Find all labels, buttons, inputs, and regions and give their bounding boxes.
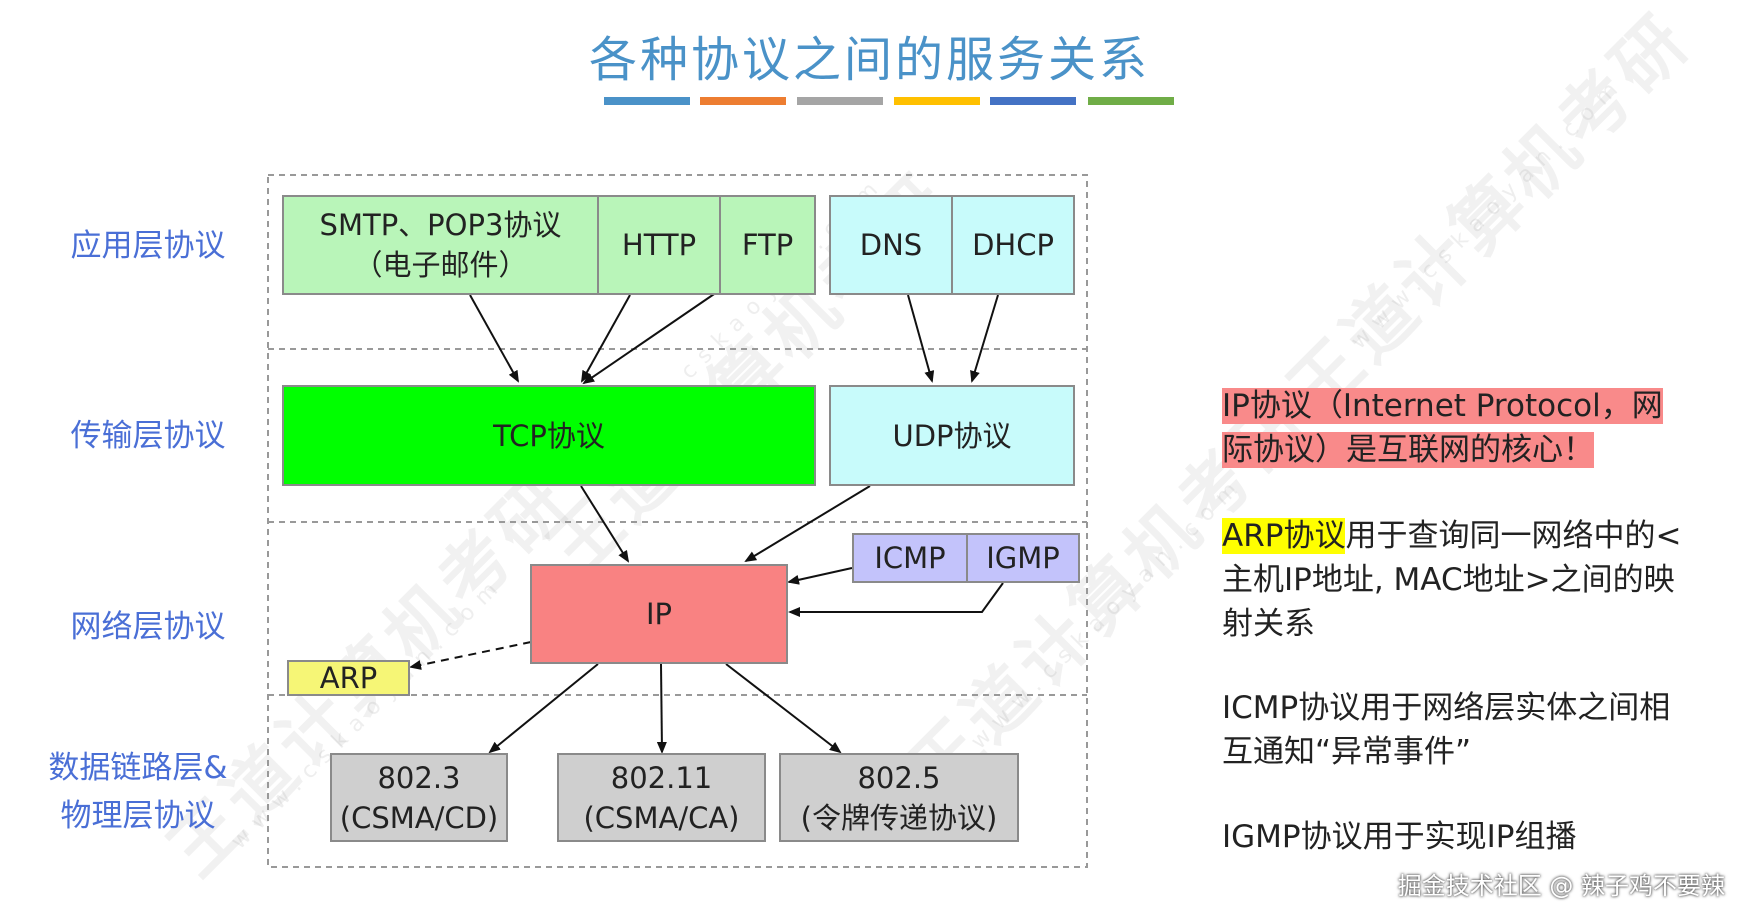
arrow-ip-to-arp <box>409 641 532 670</box>
ieee-8025-box: 802.5 (令牌传递协议) <box>779 753 1019 842</box>
credit-watermark: 掘金技术社区 @ 辣子鸡不要辣 <box>1397 872 1725 900</box>
arp-box: ARP <box>287 660 410 696</box>
ftp-box: FTP <box>719 195 816 295</box>
title-underline-segment <box>700 97 786 105</box>
arrow-tcp-to-ip <box>580 485 630 563</box>
arrow-udp-to-ip <box>744 485 871 563</box>
ieee-8023-label: 802.3 <box>377 760 461 795</box>
title-underline-segment <box>894 97 980 105</box>
ip-box: IP <box>530 564 788 664</box>
igmp-box: IGMP <box>966 533 1080 583</box>
arp-note-highlight: ARP协议 <box>1222 518 1346 554</box>
arrow-ip-to-8025 <box>725 663 842 754</box>
email-label: （电子邮件） <box>353 248 528 282</box>
arrow-ftp-to-tcp <box>582 289 721 385</box>
layer-label-transport: 传输层协议 <box>70 418 226 454</box>
arrow-ip-to-80211 <box>656 663 667 754</box>
title-underline-segment <box>604 97 690 105</box>
http-box: HTTP <box>597 195 721 295</box>
title-underline-segment <box>797 97 883 105</box>
ip-note: IP协议（Internet Protocol，网际协议）是互联网的核心！ <box>1222 384 1692 472</box>
layer-label-network: 网络层协议 <box>70 609 226 645</box>
ieee-80211-box: 802.11 (CSMA/CA) <box>557 753 766 842</box>
arrow-dhcp-to-udp <box>970 294 999 383</box>
ieee-8023-box: 802.3 (CSMA/CD) <box>330 753 508 842</box>
layer-label-link-line1: 数据链路层& <box>48 750 228 786</box>
icmp-box: ICMP <box>852 533 968 583</box>
icmp-note: ICMP协议用于网络层实体之间相互通知“异常事件” <box>1222 690 1671 770</box>
arrow-http-to-tcp <box>581 294 631 383</box>
csma-cd-label: (CSMA/CD) <box>339 800 499 835</box>
igmp-note: IGMP协议用于实现IP组播 <box>1222 819 1577 855</box>
arrow-dns-to-udp <box>907 294 935 383</box>
title-underline-segment <box>990 97 1076 105</box>
dhcp-box: DHCP <box>951 195 1075 295</box>
arrow-ip-to-8023 <box>488 663 599 754</box>
arrow-igmp-to-ip <box>788 582 1004 617</box>
token-passing-label: (令牌传递协议) <box>800 800 998 835</box>
ieee-80211-label: 802.11 <box>610 760 713 795</box>
ieee-8025-label: 802.5 <box>857 760 941 795</box>
arrow-icmp-to-ip <box>787 567 853 585</box>
smtp-pop3-label: SMTP、POP3协议 <box>319 208 562 242</box>
title-underline-segment <box>1088 97 1174 105</box>
layer-label-link: 数据链路层& 物理层协议 <box>38 744 238 840</box>
page-title: 各种协议之间的服务关系 <box>588 32 1150 88</box>
arrow-smtp-to-tcp <box>469 294 519 383</box>
tcp-box: TCP协议 <box>282 385 816 486</box>
arp-note-text: 用于查询同一网络中的<主机IP地址, MAC地址>之间的映射关系 <box>1222 518 1682 642</box>
ip-note-text: IP协议（Internet Protocol，网际协议）是互联网的核心！ <box>1222 388 1663 468</box>
layer-label-link-line2: 物理层协议 <box>60 798 216 834</box>
dns-box: DNS <box>829 195 953 295</box>
arp-note: ARP协议用于查询同一网络中的<主机IP地址, MAC地址>之间的映射关系 <box>1222 514 1692 646</box>
csma-ca-label: (CSMA/CA) <box>583 800 740 835</box>
smtp-pop3-box: SMTP、POP3协议 （电子邮件） <box>282 195 599 295</box>
layer-label-application: 应用层协议 <box>70 228 226 264</box>
udp-box: UDP协议 <box>829 385 1075 486</box>
